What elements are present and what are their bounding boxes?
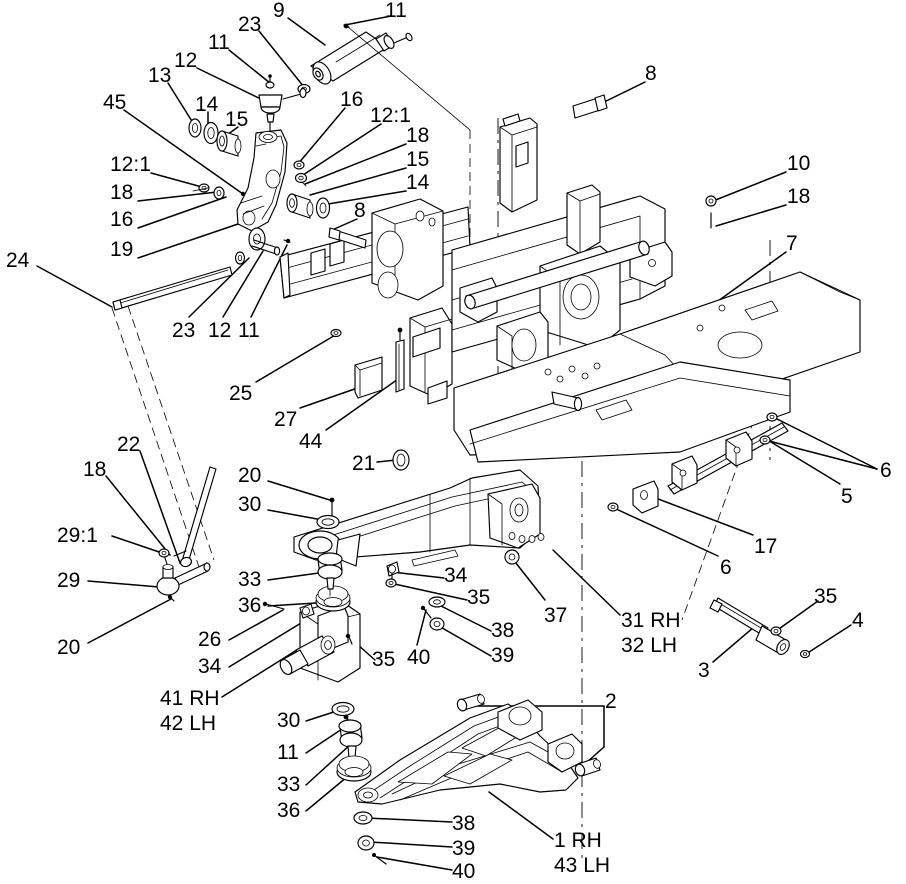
- callout-41rh: 41 RH: [160, 687, 220, 710]
- callout-12-a: 12: [174, 49, 198, 72]
- callout-27: 27: [274, 408, 298, 431]
- callout-33-b: 33: [277, 773, 301, 796]
- callout-9: 9: [273, 0, 285, 22]
- callout-18-c: 18: [787, 185, 811, 208]
- callout-40-a: 40: [407, 646, 431, 669]
- hardware-121-18-16-left: [192, 183, 225, 200]
- callout-16-b: 16: [110, 208, 134, 231]
- callout-13: 13: [148, 64, 172, 87]
- callout-30-a: 30: [238, 493, 262, 516]
- callout-25: 25: [229, 382, 253, 405]
- hydraulic-cylinder-part-9: [310, 23, 471, 131]
- callout-17: 17: [754, 535, 778, 558]
- callout-24: 24: [6, 249, 30, 272]
- callout-44: 44: [299, 430, 323, 453]
- callout-30-b: 30: [277, 709, 301, 732]
- callout-42lh: 42 LH: [160, 712, 217, 735]
- callout-15-b: 15: [406, 148, 430, 171]
- callout-36-a: 36: [238, 594, 262, 617]
- callout-22: 22: [117, 433, 141, 456]
- callout-7: 7: [786, 232, 798, 255]
- callout-18-b: 18: [110, 181, 134, 204]
- callout-8-b: 8: [645, 62, 657, 85]
- bushing-part-21: [392, 449, 410, 471]
- main-frame-part-7: [279, 113, 861, 463]
- pivot-bolt-19-rod-24: [112, 227, 291, 311]
- callout-18-d: 18: [83, 458, 107, 481]
- callout-1rh: 1 RH: [554, 829, 602, 852]
- callout-11-a: 11: [208, 31, 230, 54]
- callout-23: 23: [238, 13, 262, 36]
- callout-10: 10: [787, 152, 811, 175]
- lower-control-arm-part-1-43: [353, 693, 601, 865]
- callout-8-a: 8: [354, 199, 366, 222]
- callout-34-b: 34: [444, 564, 468, 587]
- spindle-housing-part-41-42: [262, 552, 372, 782]
- callout-6-a: 6: [880, 459, 892, 482]
- callout-16-a: 16: [340, 88, 364, 111]
- hardware-16-121-18-right: [293, 160, 308, 187]
- callout-29: 29: [57, 569, 81, 592]
- callout-35-a: 35: [372, 648, 396, 671]
- brace-bar-part-5: [607, 412, 789, 514]
- callout-18-a: 18: [406, 124, 430, 147]
- callout-291: 29:1: [57, 524, 98, 547]
- callout-23-b: 23: [172, 319, 196, 342]
- callout-21: 21: [352, 452, 376, 475]
- rod-part-3: [709, 597, 811, 659]
- callout-26: 26: [198, 628, 222, 651]
- callout-2: 2: [605, 690, 617, 713]
- callout-34-a: 34: [198, 655, 222, 678]
- hardware-10-18: [705, 195, 717, 229]
- hardware-25-27-44: [330, 327, 405, 399]
- callout-38-b: 38: [452, 812, 476, 835]
- callout-35-b: 35: [467, 586, 491, 609]
- callout-11-c: 11: [277, 741, 299, 764]
- bushing-stack-left: [188, 118, 242, 157]
- callout-31rh: 31 RH: [621, 609, 681, 632]
- callout-20-a: 20: [57, 636, 81, 659]
- callout-39-b: 39: [452, 837, 476, 860]
- callout-33-a: 33: [238, 568, 262, 591]
- callout-5: 5: [841, 485, 853, 508]
- callout-121-a: 12:1: [370, 104, 411, 127]
- callout-12-b: 12: [208, 319, 232, 342]
- callout-3: 3: [698, 659, 710, 682]
- callout-39-a: 39: [491, 644, 515, 667]
- tie-rod-end-part-29: [156, 466, 217, 602]
- callout-40-b: 40: [452, 860, 476, 883]
- callout-19: 19: [110, 238, 134, 261]
- callout-32lh: 32 LH: [621, 634, 678, 657]
- callout-11-b: 11: [238, 319, 260, 342]
- bushing-stack-right: [286, 193, 331, 219]
- callout-38-a: 38: [491, 619, 515, 642]
- ball-joint-part-12: [258, 87, 307, 135]
- callout-20-b: 20: [238, 464, 262, 487]
- callout-36-b: 36: [277, 799, 301, 822]
- callout-35-c: 35: [814, 585, 838, 608]
- callout-6-b: 6: [720, 556, 732, 579]
- callout-37: 37: [544, 604, 568, 627]
- callout-4: 4: [852, 609, 864, 632]
- callout-121-b: 12:1: [110, 153, 151, 176]
- steering-arm-part-45: [236, 129, 288, 232]
- callout-14-a: 14: [195, 93, 219, 116]
- callout-45: 45: [103, 91, 127, 114]
- bolt-part-8: [328, 94, 608, 249]
- callout-11: 11: [385, 0, 407, 22]
- upper-control-arm-part-31-32: [293, 469, 545, 631]
- callout-43lh: 43 LH: [554, 854, 611, 877]
- callout-15-a: 15: [225, 108, 249, 131]
- callout-14-b: 14: [406, 171, 430, 194]
